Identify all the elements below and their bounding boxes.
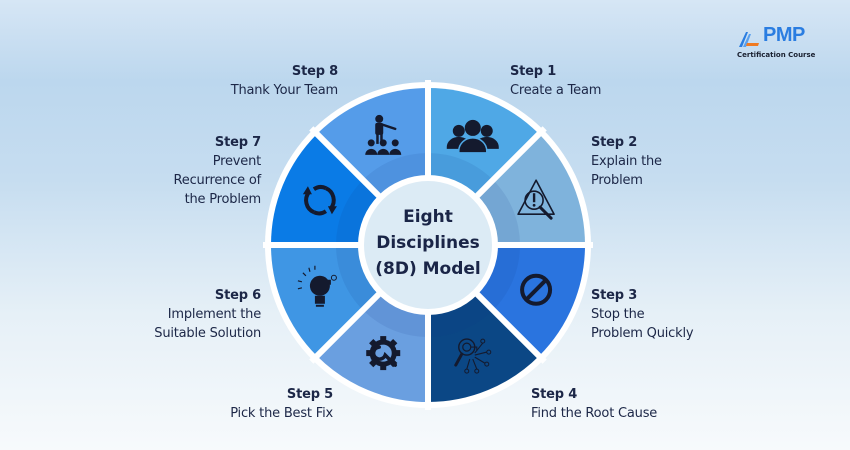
step-4-label: Step 4 Find the Root Cause xyxy=(531,385,657,423)
step-7-title: Step 7 xyxy=(214,135,261,150)
gear-wrench-icon xyxy=(366,336,401,371)
step-6-desc-line-2: Suitable Solution xyxy=(154,326,261,341)
presenter-audience-icon xyxy=(365,114,402,155)
step-3-desc-line-1: Stop the xyxy=(591,307,645,322)
step-3-title: Step 3 xyxy=(591,288,638,303)
analysis-search-icon xyxy=(454,338,492,374)
step-5-desc: Pick the Best Fix xyxy=(230,406,333,421)
step-2-title: Step 2 xyxy=(591,135,638,150)
warning-search-icon xyxy=(517,179,555,220)
step-2-desc-line-1: Explain the xyxy=(591,154,662,169)
step-1-title: Step 1 xyxy=(510,64,557,79)
step-6-desc-line-1: Implement the xyxy=(167,307,261,322)
step-4-title: Step 4 xyxy=(531,387,578,402)
step-3-label: Step 3 Stop the Problem Quickly xyxy=(591,286,694,343)
refresh-icon xyxy=(302,184,337,216)
step-7-label: Step 7 Prevent Recurrence of the Problem xyxy=(173,133,262,209)
step-8-label: Step 8 Thank Your Team xyxy=(231,62,338,100)
step-2-label: Step 2 Explain the Problem xyxy=(591,133,662,190)
pmp-logo: PMP Certification Course xyxy=(733,24,823,66)
logo-subtitle: Certification Course xyxy=(737,51,816,59)
step-8-desc: Thank Your Team xyxy=(230,83,338,98)
step-3-desc-line-2: Problem Quickly xyxy=(591,326,694,341)
step-6-label: Step 6 Implement the Suitable Solution xyxy=(154,286,261,343)
team-icon xyxy=(446,119,499,154)
title-line-3: (8D) Model xyxy=(375,259,481,279)
diagram-title: Eight Disciplines (8D) Model xyxy=(358,204,498,282)
step-7-desc-line-1: Prevent xyxy=(212,154,261,169)
step-5-title: Step 5 xyxy=(286,387,333,402)
center-circle xyxy=(364,181,492,309)
title-line-2: Disciplines xyxy=(376,233,480,253)
logo-mark-icon xyxy=(739,32,759,47)
prohibited-icon xyxy=(520,273,553,306)
step-7-desc-line-3: the Problem xyxy=(184,192,262,207)
step-2-desc-line-2: Problem xyxy=(591,173,643,188)
step-7-desc-line-2: Recurrence of xyxy=(173,173,262,188)
step-1-label: Step 1 Create a Team xyxy=(510,62,601,100)
step-1-desc: Create a Team xyxy=(510,83,602,98)
step-5-label: Step 5 Pick the Best Fix xyxy=(230,385,333,423)
step-4-desc: Find the Root Cause xyxy=(531,406,658,421)
title-line-1: Eight xyxy=(403,207,453,227)
logo-brand: PMP xyxy=(763,24,805,46)
step-8-title: Step 8 xyxy=(291,64,338,79)
lightbulb-puzzle-icon xyxy=(297,265,337,307)
step-6-title: Step 6 xyxy=(214,288,261,303)
